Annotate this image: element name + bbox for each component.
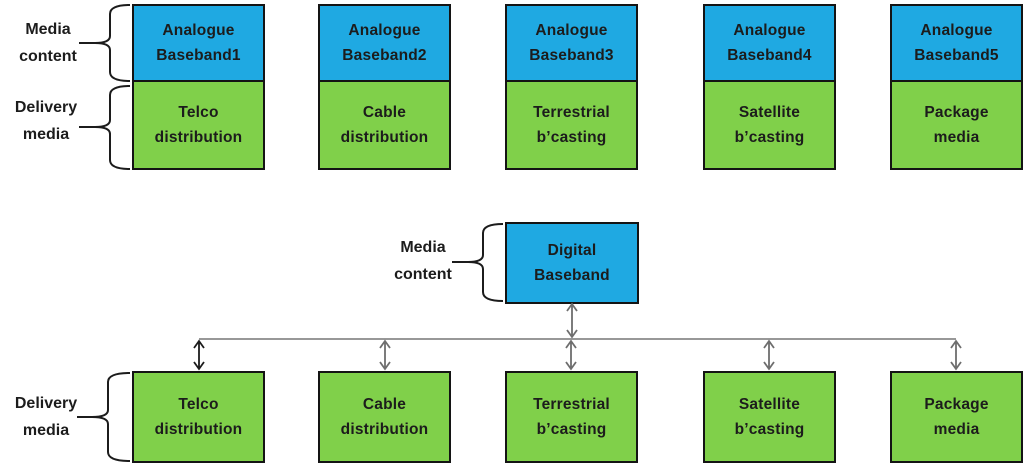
- satellite-bcasting-box-digital: Satellite b’casting: [703, 371, 836, 463]
- telco-distribution-box-analogue: Telco distribution: [132, 80, 265, 170]
- top-media-content-label: Media content: [8, 16, 88, 70]
- box-text-line: Digital: [547, 242, 597, 259]
- analogue-baseband-3-box: Analogue Baseband3: [505, 4, 638, 82]
- box-text-line: Baseband5: [914, 47, 999, 64]
- box-text-line: Baseband2: [342, 47, 427, 64]
- box-text-line: Cable: [362, 104, 407, 121]
- bottom-media-content-label: Media content: [383, 234, 463, 288]
- box-text-line: distribution: [154, 129, 243, 146]
- satellite-bcasting-box-analogue: Satellite b’casting: [703, 80, 836, 170]
- double-arrow-bus-to-cable: [379, 339, 391, 371]
- analogue-baseband-4-box: Analogue Baseband4: [703, 4, 836, 82]
- box-text-line: Terrestrial: [533, 104, 610, 121]
- double-arrow-bus-to-telco: [193, 339, 205, 371]
- terrestrial-bcasting-box-analogue: Terrestrial b’casting: [505, 80, 638, 170]
- box-text-line: Analogue: [535, 22, 608, 39]
- box-text-line: b’casting: [536, 129, 607, 146]
- terrestrial-bcasting-box-digital: Terrestrial b’casting: [505, 371, 638, 463]
- box-text-line: b’casting: [734, 129, 805, 146]
- label-line: content: [19, 48, 77, 65]
- box-text-line: Baseband: [534, 267, 610, 284]
- double-arrow-bus-to-package: [950, 339, 962, 371]
- box-text-line: Package: [924, 396, 989, 413]
- digital-baseband-box: Digital Baseband: [505, 222, 639, 304]
- label-line: media: [22, 126, 70, 143]
- box-text-line: Satellite: [738, 104, 801, 121]
- box-text-line: b’casting: [734, 421, 805, 438]
- cable-distribution-box-analogue: Cable distribution: [318, 80, 451, 170]
- box-text-line: distribution: [154, 421, 243, 438]
- box-text-line: Cable: [362, 396, 407, 413]
- label-line: Media: [400, 239, 446, 256]
- label-line: Delivery: [14, 99, 78, 116]
- bottom-delivery-media-label: Delivery media: [2, 390, 90, 444]
- box-text-line: b’casting: [536, 421, 607, 438]
- box-text-line: Baseband4: [727, 47, 812, 64]
- telco-distribution-box-digital: Telco distribution: [132, 371, 265, 463]
- box-text-line: Telco: [178, 396, 219, 413]
- box-text-line: Analogue: [733, 22, 806, 39]
- box-text-line: Analogue: [920, 22, 993, 39]
- box-text-line: media: [933, 421, 980, 438]
- analogue-baseband-2-box: Analogue Baseband2: [318, 4, 451, 82]
- top-delivery-media-label: Delivery media: [2, 94, 90, 148]
- double-arrow-bus-to-satellite: [763, 339, 775, 371]
- box-text-line: distribution: [340, 421, 429, 438]
- box-text-line: Terrestrial: [533, 396, 610, 413]
- analogue-baseband-5-box: Analogue Baseband5: [890, 4, 1023, 82]
- box-text-line: Baseband1: [156, 47, 241, 64]
- box-text-line: distribution: [340, 129, 429, 146]
- package-media-box-digital: Package media: [890, 371, 1023, 463]
- box-text-line: Telco: [178, 104, 219, 121]
- analogue-baseband-1-box: Analogue Baseband1: [132, 4, 265, 82]
- package-media-box-analogue: Package media: [890, 80, 1023, 170]
- box-text-line: Package: [924, 104, 989, 121]
- double-arrow-bus-to-terrestrial: [565, 339, 577, 371]
- label-line: media: [22, 422, 70, 439]
- box-text-line: Satellite: [738, 396, 801, 413]
- double-arrow-digital-to-bus: [566, 302, 578, 339]
- box-text-line: Analogue: [162, 22, 235, 39]
- box-text-line: Analogue: [348, 22, 421, 39]
- cable-distribution-box-digital: Cable distribution: [318, 371, 451, 463]
- label-line: content: [394, 266, 452, 283]
- box-text-line: Baseband3: [529, 47, 614, 64]
- label-line: Delivery: [14, 395, 78, 412]
- box-text-line: media: [933, 129, 980, 146]
- label-line: Media: [25, 21, 71, 38]
